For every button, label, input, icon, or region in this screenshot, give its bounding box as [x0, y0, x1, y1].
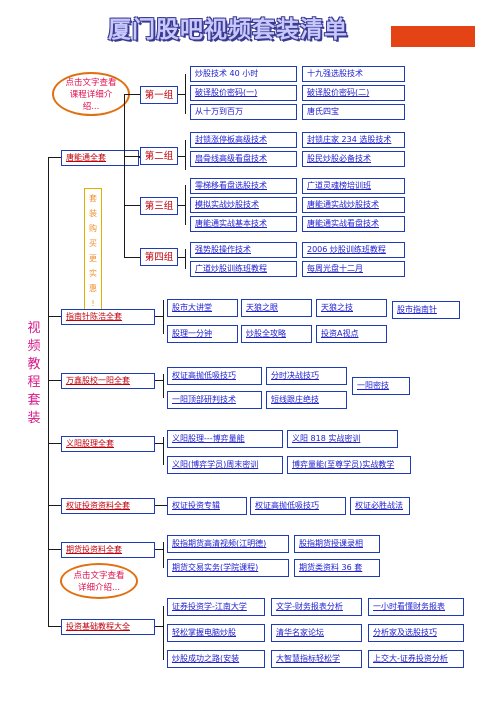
- course-link[interactable]: 唐能通实战看盘技术: [302, 216, 405, 232]
- course-link[interactable]: 轻松掌握电脑炒股: [167, 624, 265, 642]
- page-title: 厦门股吧视频套装清单: [108, 17, 348, 43]
- course-link[interactable]: 炒股技术 40 小时: [190, 66, 297, 82]
- course-link[interactable]: 天狼之技: [316, 299, 387, 317]
- course-link[interactable]: 唐能通实战基本技术: [190, 216, 297, 232]
- course-link[interactable]: 广道灵魂榜培训班: [302, 178, 405, 194]
- course-link[interactable]: 扇骨线高级看盘技术: [190, 151, 297, 167]
- course-link[interactable]: 短线跟庄绝技: [266, 391, 347, 409]
- course-link[interactable]: 从十万到百万: [190, 104, 297, 120]
- course-link[interactable]: 股民炒股必备技术: [302, 151, 405, 167]
- course-link[interactable]: 义阳股理---博弈量能: [167, 430, 283, 448]
- course-link[interactable]: 分时决战技巧: [266, 367, 347, 385]
- category-tangnengtong[interactable]: 唐能通全套: [61, 150, 139, 166]
- course-link[interactable]: 权证投资专辑: [167, 497, 247, 515]
- course-link[interactable]: 清华名家论坛: [271, 624, 362, 642]
- course-link[interactable]: 炒股成功之路(安装: [167, 650, 265, 668]
- course-link[interactable]: 封锁涨停板高级技术: [190, 132, 297, 148]
- course-link[interactable]: 股市指南针: [392, 301, 460, 319]
- course-link[interactable]: 天狼之眼: [241, 299, 312, 317]
- course-link[interactable]: 文学-财务报表分析: [271, 598, 362, 616]
- course-link[interactable]: 破译股价密码(二): [302, 85, 405, 101]
- group-1[interactable]: 第一组: [140, 86, 178, 104]
- category-zhinanzhen[interactable]: 指南针陈浩全套: [61, 309, 155, 325]
- course-link[interactable]: 零梯移看盘选股技术: [190, 178, 297, 194]
- course-link[interactable]: 广道炒股训练班教程: [190, 261, 297, 277]
- course-link[interactable]: 唐氏四宝: [302, 104, 405, 120]
- group-3[interactable]: 第三组: [140, 197, 178, 215]
- course-link[interactable]: 一阳密技: [352, 377, 410, 395]
- header-red-button[interactable]: [391, 26, 475, 47]
- course-link[interactable]: 股指期货高清视频(江明德): [167, 535, 289, 553]
- category-basics[interactable]: 投资基础教程大全: [61, 619, 155, 635]
- group-2[interactable]: 第二组: [140, 147, 178, 165]
- promo-label: 套装 购买 更实 惠!: [84, 188, 102, 314]
- course-link[interactable]: 股指期货授课录相: [294, 535, 380, 553]
- course-link[interactable]: 一阳顶部研判技术: [167, 391, 262, 409]
- course-link[interactable]: 唐能通实战炒股技术: [302, 197, 405, 213]
- course-link[interactable]: 权证必胜战法: [350, 497, 410, 515]
- course-link[interactable]: 股市大讲堂: [167, 299, 238, 317]
- info-bubble-2[interactable]: 点击文字查看详细介绍...: [60, 563, 138, 599]
- course-link[interactable]: 十九强选股技术: [302, 66, 405, 82]
- course-link[interactable]: 期货类资料 36 套: [294, 559, 380, 577]
- course-link[interactable]: 权证高抛低吸技巧: [167, 367, 262, 385]
- category-warrant[interactable]: 权证投资资料全套: [61, 498, 155, 514]
- course-link[interactable]: 2006 炒股训练班教程: [302, 242, 405, 258]
- category-futures[interactable]: 期货投资料全套: [61, 542, 155, 558]
- course-link[interactable]: 权证高抛低吸技巧: [250, 497, 346, 515]
- vertical-label: 视 频 教 程 套 装: [27, 321, 41, 426]
- course-link[interactable]: 强势股操作技术: [190, 242, 297, 258]
- course-link[interactable]: 股理一分钟: [167, 325, 238, 343]
- course-link[interactable]: 期货交易实务(学院课程): [167, 559, 289, 577]
- course-link[interactable]: 每周光盘十二月: [302, 261, 405, 277]
- course-link[interactable]: 大智慧指标轻松学: [271, 650, 362, 668]
- course-link[interactable]: 证券投资学-江南大学: [167, 598, 265, 616]
- course-link[interactable]: 一小时看懂财务报表: [368, 598, 464, 616]
- category-wanxin[interactable]: 万鑫股校一阳全套: [61, 373, 155, 389]
- spine-line: [48, 157, 49, 627]
- course-link[interactable]: 上交大-证券投资分析: [368, 650, 464, 668]
- group-4[interactable]: 第四组: [140, 248, 178, 266]
- course-link[interactable]: 义阳 818 实战密训: [287, 430, 398, 448]
- course-link[interactable]: 博弈量能(至尊学员)实战教学: [287, 456, 411, 474]
- course-info-bubble[interactable]: 点击文字查看课程详细介绍...: [52, 72, 130, 116]
- course-link[interactable]: 分析家及选股技巧: [368, 624, 464, 642]
- course-link[interactable]: 封锁庄家 234 选股技术: [302, 132, 405, 148]
- course-link[interactable]: 模拟实战炒股技术: [190, 197, 297, 213]
- course-link[interactable]: 破译股价密码(一): [190, 85, 297, 101]
- category-yiyang[interactable]: 义阳股理全套: [61, 436, 155, 452]
- course-link[interactable]: 义阳(博弈学员)周末密训: [167, 456, 283, 474]
- course-link[interactable]: 炒股全攻略: [241, 325, 312, 343]
- course-link[interactable]: 投资A视点: [316, 325, 387, 343]
